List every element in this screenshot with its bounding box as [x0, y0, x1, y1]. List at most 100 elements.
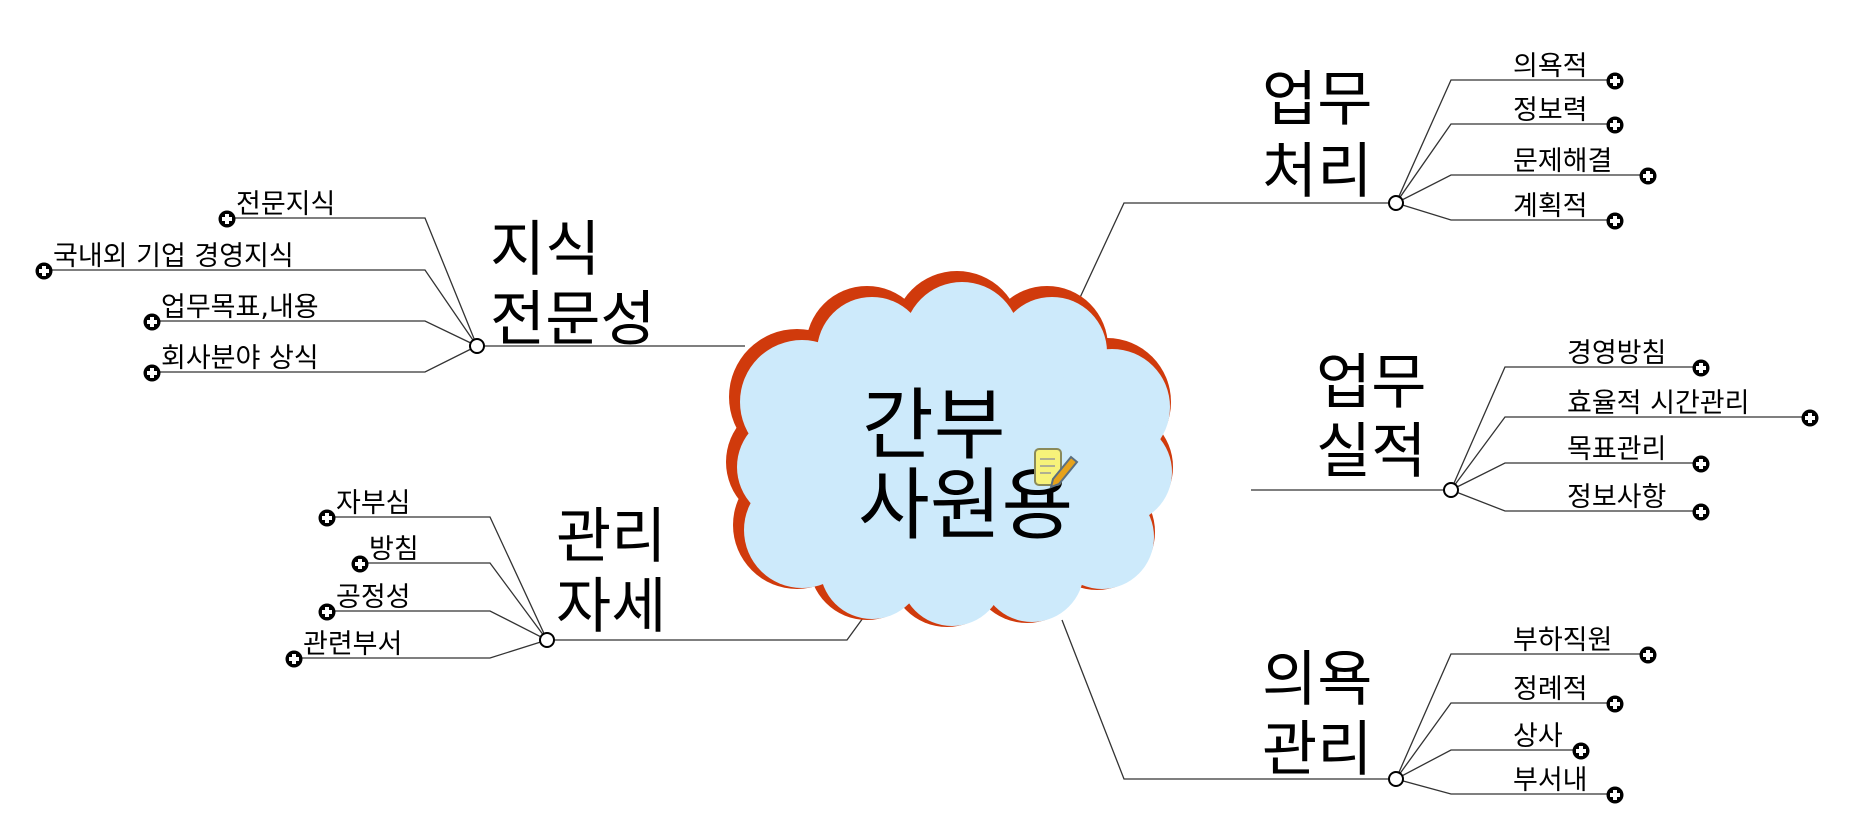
child-label: 계획적	[1513, 191, 1588, 222]
expand-plus-icon[interactable]	[1606, 212, 1624, 230]
child-label: 경영방침	[1567, 338, 1666, 369]
branch-title-line2: 실적	[1316, 417, 1426, 487]
child-node[interactable]: 부하직원	[1395, 625, 1657, 780]
expand-plus-icon[interactable]	[1692, 359, 1710, 377]
child-connector	[1395, 749, 1581, 780]
expand-plus-icon[interactable]	[1692, 503, 1710, 521]
child-label: 상사	[1513, 721, 1563, 752]
child-connector	[1450, 489, 1701, 512]
expand-plus-icon[interactable]	[35, 262, 53, 280]
child-node[interactable]: 부서내	[1395, 765, 1624, 804]
child-node[interactable]: 정보사항	[1450, 482, 1710, 521]
branch-collapse-toggle[interactable]	[539, 632, 555, 648]
child-label: 의욕적	[1513, 51, 1588, 82]
child-connector	[1395, 702, 1615, 780]
child-connector	[1395, 202, 1615, 221]
note-pencil-icon[interactable]	[1034, 448, 1079, 489]
child-label: 업무목표,내용	[161, 292, 319, 323]
child-label: 정보사항	[1567, 482, 1666, 513]
child-node[interactable]: 목표관리	[1450, 434, 1710, 491]
expand-plus-icon[interactable]	[1801, 409, 1819, 427]
expand-plus-icon[interactable]	[143, 313, 161, 331]
child-connector	[1450, 462, 1701, 491]
child-label: 관련부서	[303, 629, 402, 660]
child-label: 공정성	[336, 582, 411, 613]
expand-plus-icon[interactable]	[1606, 116, 1624, 134]
child-node[interactable]: 의욕적	[1395, 51, 1624, 204]
branch-collapse-toggle[interactable]	[469, 338, 485, 354]
child-node[interactable]: 경영방침	[1450, 338, 1710, 491]
expand-plus-icon[interactable]	[1606, 72, 1624, 90]
child-label: 전문지식	[236, 189, 335, 220]
expand-plus-icon[interactable]	[1606, 695, 1624, 713]
child-label: 정보력	[1513, 95, 1588, 126]
branch-title-line1: 의욕	[1262, 645, 1372, 715]
child-label: 문제해결	[1513, 146, 1612, 177]
child-label: 방침	[369, 534, 419, 565]
child-connector	[1450, 416, 1810, 491]
child-connector	[360, 562, 548, 641]
expand-plus-icon[interactable]	[1606, 786, 1624, 804]
child-node[interactable]: 관련부서	[285, 629, 548, 668]
child-node[interactable]: 상사	[1395, 721, 1590, 780]
child-connector	[227, 217, 478, 347]
child-node[interactable]: 국내외 기업 경영지식	[35, 241, 478, 347]
child-connector	[44, 269, 478, 347]
child-node[interactable]: 전문지식	[218, 189, 478, 347]
child-node[interactable]: 정례적	[1395, 674, 1624, 780]
child-node[interactable]: 회사분야 상식	[143, 343, 478, 382]
child-connector	[294, 639, 548, 659]
child-label: 목표관리	[1567, 434, 1666, 465]
expand-plus-icon[interactable]	[1572, 742, 1590, 760]
child-label: 정례적	[1513, 674, 1588, 705]
branch-title-line2: 자세	[556, 572, 666, 642]
child-connector	[1450, 366, 1701, 491]
child-connector	[1395, 79, 1615, 204]
center-title-line1: 간부	[862, 381, 1006, 471]
branch-title-line2: 전문성	[490, 285, 656, 355]
expand-plus-icon[interactable]	[318, 603, 336, 621]
expand-plus-icon[interactable]	[1692, 455, 1710, 473]
branch-title-line1: 관리	[556, 502, 666, 572]
branch-collapse-toggle[interactable]	[1388, 771, 1404, 787]
child-node[interactable]: 업무목표,내용	[143, 292, 478, 347]
child-node[interactable]: 효율적 시간관리	[1450, 388, 1819, 491]
central-cloud-node[interactable]	[726, 271, 1173, 627]
branch-connector	[1061, 619, 1390, 780]
branch-title-line1: 업무	[1316, 348, 1426, 418]
branch-title-line1: 지식	[490, 215, 600, 285]
expand-plus-icon[interactable]	[351, 555, 369, 573]
expand-plus-icon[interactable]	[318, 509, 336, 527]
branch-title-line2: 관리	[1262, 715, 1372, 785]
branch-connector	[553, 617, 864, 641]
child-label: 자부심	[336, 488, 411, 519]
child-node[interactable]: 정보력	[1395, 95, 1624, 204]
child-connector	[327, 610, 548, 641]
child-node[interactable]: 공정성	[318, 582, 548, 641]
branch-title-line2: 처리	[1262, 137, 1372, 207]
branch-collapse-toggle[interactable]	[1443, 482, 1459, 498]
child-node[interactable]: 방침	[351, 534, 548, 641]
child-node[interactable]: 문제해결	[1395, 146, 1657, 204]
expand-plus-icon[interactable]	[1639, 646, 1657, 664]
child-connector	[1395, 174, 1648, 204]
expand-plus-icon[interactable]	[1639, 167, 1657, 185]
child-connector	[1395, 778, 1615, 795]
child-label: 효율적 시간관리	[1567, 388, 1749, 419]
child-node[interactable]: 자부심	[318, 488, 548, 641]
child-label: 부하직원	[1513, 625, 1612, 656]
branch-collapse-toggle[interactable]	[1388, 195, 1404, 211]
child-connector	[152, 345, 478, 373]
child-label: 국내외 기업 경영지식	[53, 241, 294, 272]
child-connector	[152, 320, 478, 347]
child-node[interactable]: 계획적	[1395, 191, 1624, 230]
expand-plus-icon[interactable]	[218, 210, 236, 228]
expand-plus-icon[interactable]	[143, 364, 161, 382]
expand-plus-icon[interactable]	[285, 650, 303, 668]
